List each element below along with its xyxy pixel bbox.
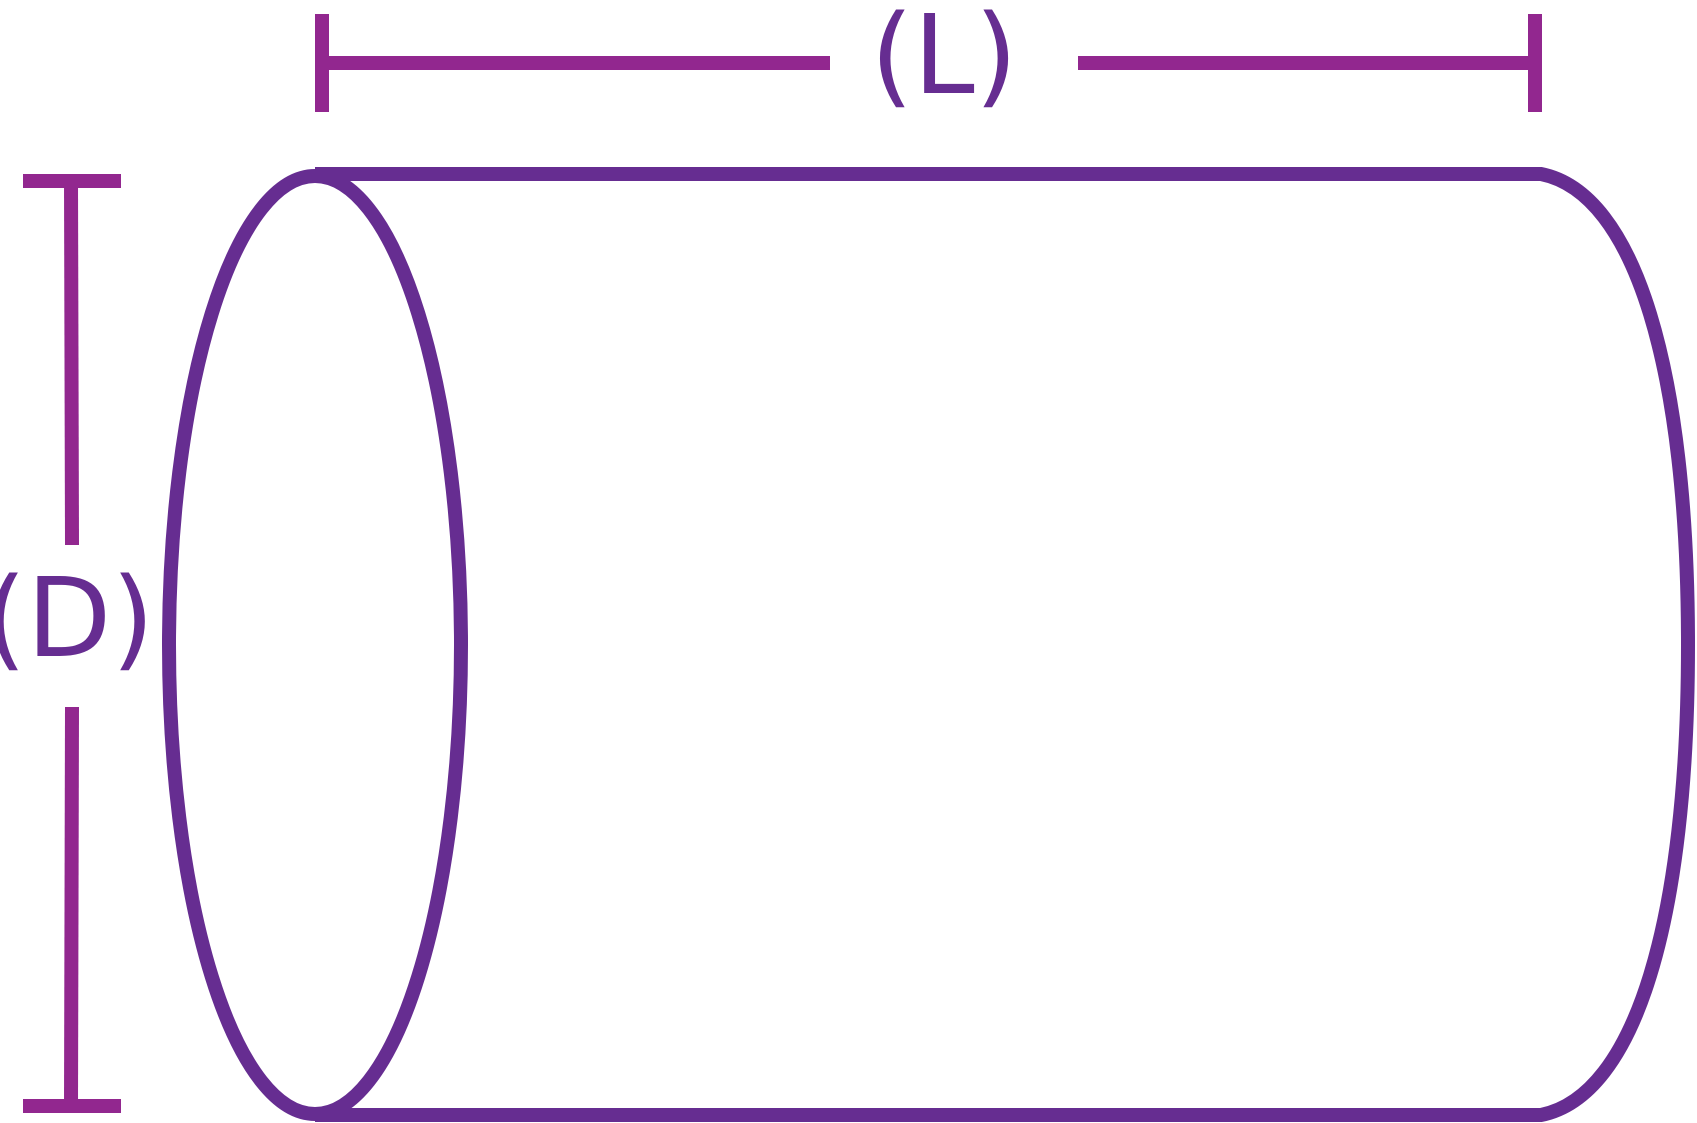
diameter-bottom-segment: [64, 706, 79, 1107]
diameter-top-segment: [64, 180, 79, 546]
cylinder-front-face: [162, 169, 468, 1121]
length-label: (L): [870, 0, 1017, 119]
diameter-label: (D): [0, 554, 154, 682]
diameter-dimension: (D): [0, 174, 154, 1113]
length-dimension: (L): [315, 0, 1542, 119]
cylinder: [162, 167, 1696, 1122]
cylinder-body-outline: [315, 167, 1696, 1122]
